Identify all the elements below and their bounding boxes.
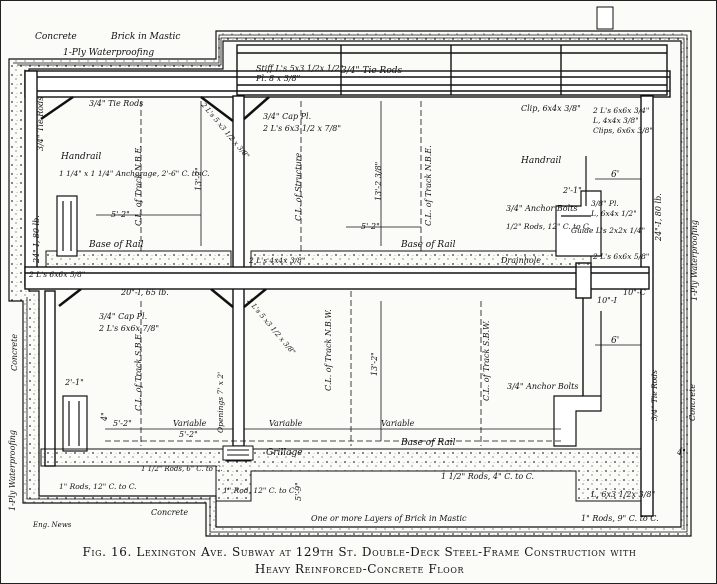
label-concrete-left: Concrete xyxy=(10,334,19,371)
figure-caption-line1: Fig. 16. Lexington Ave. Subway at 129th … xyxy=(1,545,716,559)
label-beam-20-65: 20"-I, 65 lb. xyxy=(120,288,169,297)
label-pl-right: 3/8" Pl. xyxy=(591,199,619,208)
figure-caption-line2: Heavy Reinforced-Concrete Floor xyxy=(254,562,465,576)
label-cl-track-nbw: C.L. of Track N.B.W. xyxy=(324,309,333,391)
label-tie-rods-top: 3/4" Tie Rods xyxy=(341,66,403,76)
lower-platform-left xyxy=(62,395,88,452)
lower-floor-slab xyxy=(40,448,642,502)
label-dim-6-low: 6' xyxy=(611,336,619,346)
grillage-block xyxy=(222,445,254,461)
upper-track-bed xyxy=(45,250,592,268)
label-variable-2: Variable xyxy=(269,419,303,428)
label-col-24-80-right: 24"-I, 80 lb. xyxy=(654,193,663,242)
label-l-6x4: L, 6x4x 1/2" xyxy=(590,209,637,218)
label-cl-track-sbe: C.L. of Track S.B.E. xyxy=(134,332,143,411)
knee-braces xyxy=(40,95,270,308)
label-base-rail-low: Base of Rail xyxy=(400,438,456,448)
label-rods-bl: 1" Rods, 12" C. to C. xyxy=(59,482,137,491)
label-rods-left-low: 1 1/2" Rods, 6" C. to C. xyxy=(141,465,222,473)
label-clips-right: Clips, 6x6x 3/8" xyxy=(593,126,653,135)
label-base-rail-tl: Base of Rail xyxy=(88,240,144,250)
label-ls-mid-right: 2 L's 6x6x 5/8" xyxy=(592,252,649,261)
label-col-24-80-left: 24"-I, 80 lb. xyxy=(32,215,41,264)
concrete-shell xyxy=(8,30,692,537)
label-cap-pl-low: 3/4" Cap Pl. xyxy=(99,312,147,321)
label-cl-track-sbw: C.L. of Track S.B.W. xyxy=(482,321,491,401)
label-cl-track-nbe-mid: C.L. of Track N.B.E. xyxy=(424,145,433,226)
label-stiff: Stiff L's 5x3 1/2x 1/2" xyxy=(256,64,343,73)
label-pl: Pl. 8 x 3/8" xyxy=(255,74,300,83)
label-grillage: Grillage xyxy=(266,448,303,458)
label-dim-5-2-c: 5'-2" xyxy=(113,419,132,428)
label-tie-rods-mid: 3/4" Tie Rods xyxy=(89,99,143,108)
figure-number: Fig. 16. xyxy=(82,545,132,559)
label-dim-13-2-mid: 13'-2 3/8" xyxy=(374,162,383,201)
label-dim-2-1: 2'-1" xyxy=(562,186,582,195)
label-dim-5-9: 5'-9" xyxy=(294,482,303,501)
label-angle-low: 2 L's 5 x3 1/2 x 3/8" xyxy=(245,296,297,356)
label-c-10: 10"-C xyxy=(623,288,646,297)
upper-platform-left xyxy=(56,195,78,257)
label-brick-layers: One or more Layers of Brick in Mastic xyxy=(311,514,467,523)
label-ls-top: 2 L's 6x3 1/2 x 7/8" xyxy=(262,124,341,133)
label-dim-6-top: 6' xyxy=(611,170,619,180)
center-lines xyxy=(105,101,561,446)
label-waterproof-left: 1-Ply Waterproofing xyxy=(8,430,17,511)
label-anchor-bolts-low: 3/4" Anchor Bolts xyxy=(507,382,578,391)
label-dim-4: 4" xyxy=(100,412,109,422)
label-rods-bottom-right: 1" Rods, 9" C. to C. xyxy=(581,514,659,523)
label-dim-2-1-low: 2'-1" xyxy=(64,378,84,387)
label-i-10-left: 10"-I xyxy=(597,296,618,305)
middle-deck xyxy=(24,262,650,401)
label-concrete-bottom: Concrete xyxy=(151,508,188,517)
label-variable-1: Variable xyxy=(173,419,207,428)
label-rod-12: 1" Rod, 12" C. to C. xyxy=(223,486,297,495)
label-dim-5-2-d: 5'-2" xyxy=(179,430,198,439)
label-dim-5-2-a: 5'-2" xyxy=(111,210,130,219)
label-ls-low: 2 L's 6x6x 7/8" xyxy=(98,324,159,333)
label-handrail-right: Handrail xyxy=(520,156,561,166)
label-tie-rods-left: 3/4" Tie Rods xyxy=(36,97,45,151)
label-base-rail-tm: Base of Rail xyxy=(400,240,456,250)
label-dim-5-2-b: 5'-2" xyxy=(361,222,380,231)
label-dim-13-2-low: 13'-2" xyxy=(370,352,379,376)
label-ls-right-top: 2 L's 6x6x 3/4" xyxy=(592,106,649,115)
label-brick-mastic-top: Brick in Mastic xyxy=(110,32,180,42)
upper-platform-right xyxy=(555,156,602,257)
label-guide: Guide L's 2x2x 1/4" xyxy=(571,226,645,235)
label-ls-mid-center: 2 L's 4x4x 3/8" xyxy=(248,256,305,265)
roof-structure xyxy=(24,44,671,98)
label-concrete-right: Concrete xyxy=(688,384,697,421)
label-anchor-bolts-top: 3/4" Anchor Bolts xyxy=(506,204,577,213)
label-openings: Openings 7' x 2' xyxy=(216,372,225,433)
label-waterproof-top: 1-Ply Waterproofing xyxy=(63,48,154,58)
label-dim-13-2-left: 13'-2" xyxy=(194,167,203,191)
label-rods-bottom-mid: 1 1/2" Rods, 4" C. to C. xyxy=(441,472,534,481)
label-dim-4-right: 4" xyxy=(676,448,686,457)
label-drainhole: Drainhole xyxy=(500,256,541,265)
caption-text-1: Lexington Ave. Subway at 129th St. Doubl… xyxy=(136,545,637,559)
label-cap-pl-top: 3/4" Cap Pl. xyxy=(263,112,311,121)
label-rods-12: 1/2" Rods, 12" C. to C. xyxy=(506,222,591,231)
label-cl-track-nbe-left: C.L. of Track N.B.E. xyxy=(134,145,143,226)
vent-stub xyxy=(596,6,614,30)
label-l-bottom-right: L, 6x3 1/2x 3/8" xyxy=(590,490,655,499)
label-eng-news: Eng. News xyxy=(32,521,72,529)
label-ls-mid-left: 2 L's 6x6x 5/8" xyxy=(28,270,85,279)
lower-platform-right xyxy=(553,311,602,447)
label-cl-structure: C.L. of Structure xyxy=(294,153,303,221)
label-anchorage: 1 1/4" x 1 1/4" Anchorage, 2'-6" C. to C… xyxy=(59,169,210,178)
label-tie-rods-right: 3/4" Tie Rods xyxy=(650,370,659,421)
label-l-right: L, 4x4x 3/8" xyxy=(592,116,639,125)
dimension-lines xyxy=(96,101,641,441)
waterproofing-lines xyxy=(13,34,688,533)
label-variable-3: Variable xyxy=(381,419,415,428)
label-waterproof-right: 1-Ply Waterproofing xyxy=(690,220,699,301)
label-concrete-tl: Concrete xyxy=(35,32,77,42)
label-clip-top: Clip, 6x4x 3/8" xyxy=(521,104,581,113)
label-handrail-left: Handrail xyxy=(60,152,101,162)
